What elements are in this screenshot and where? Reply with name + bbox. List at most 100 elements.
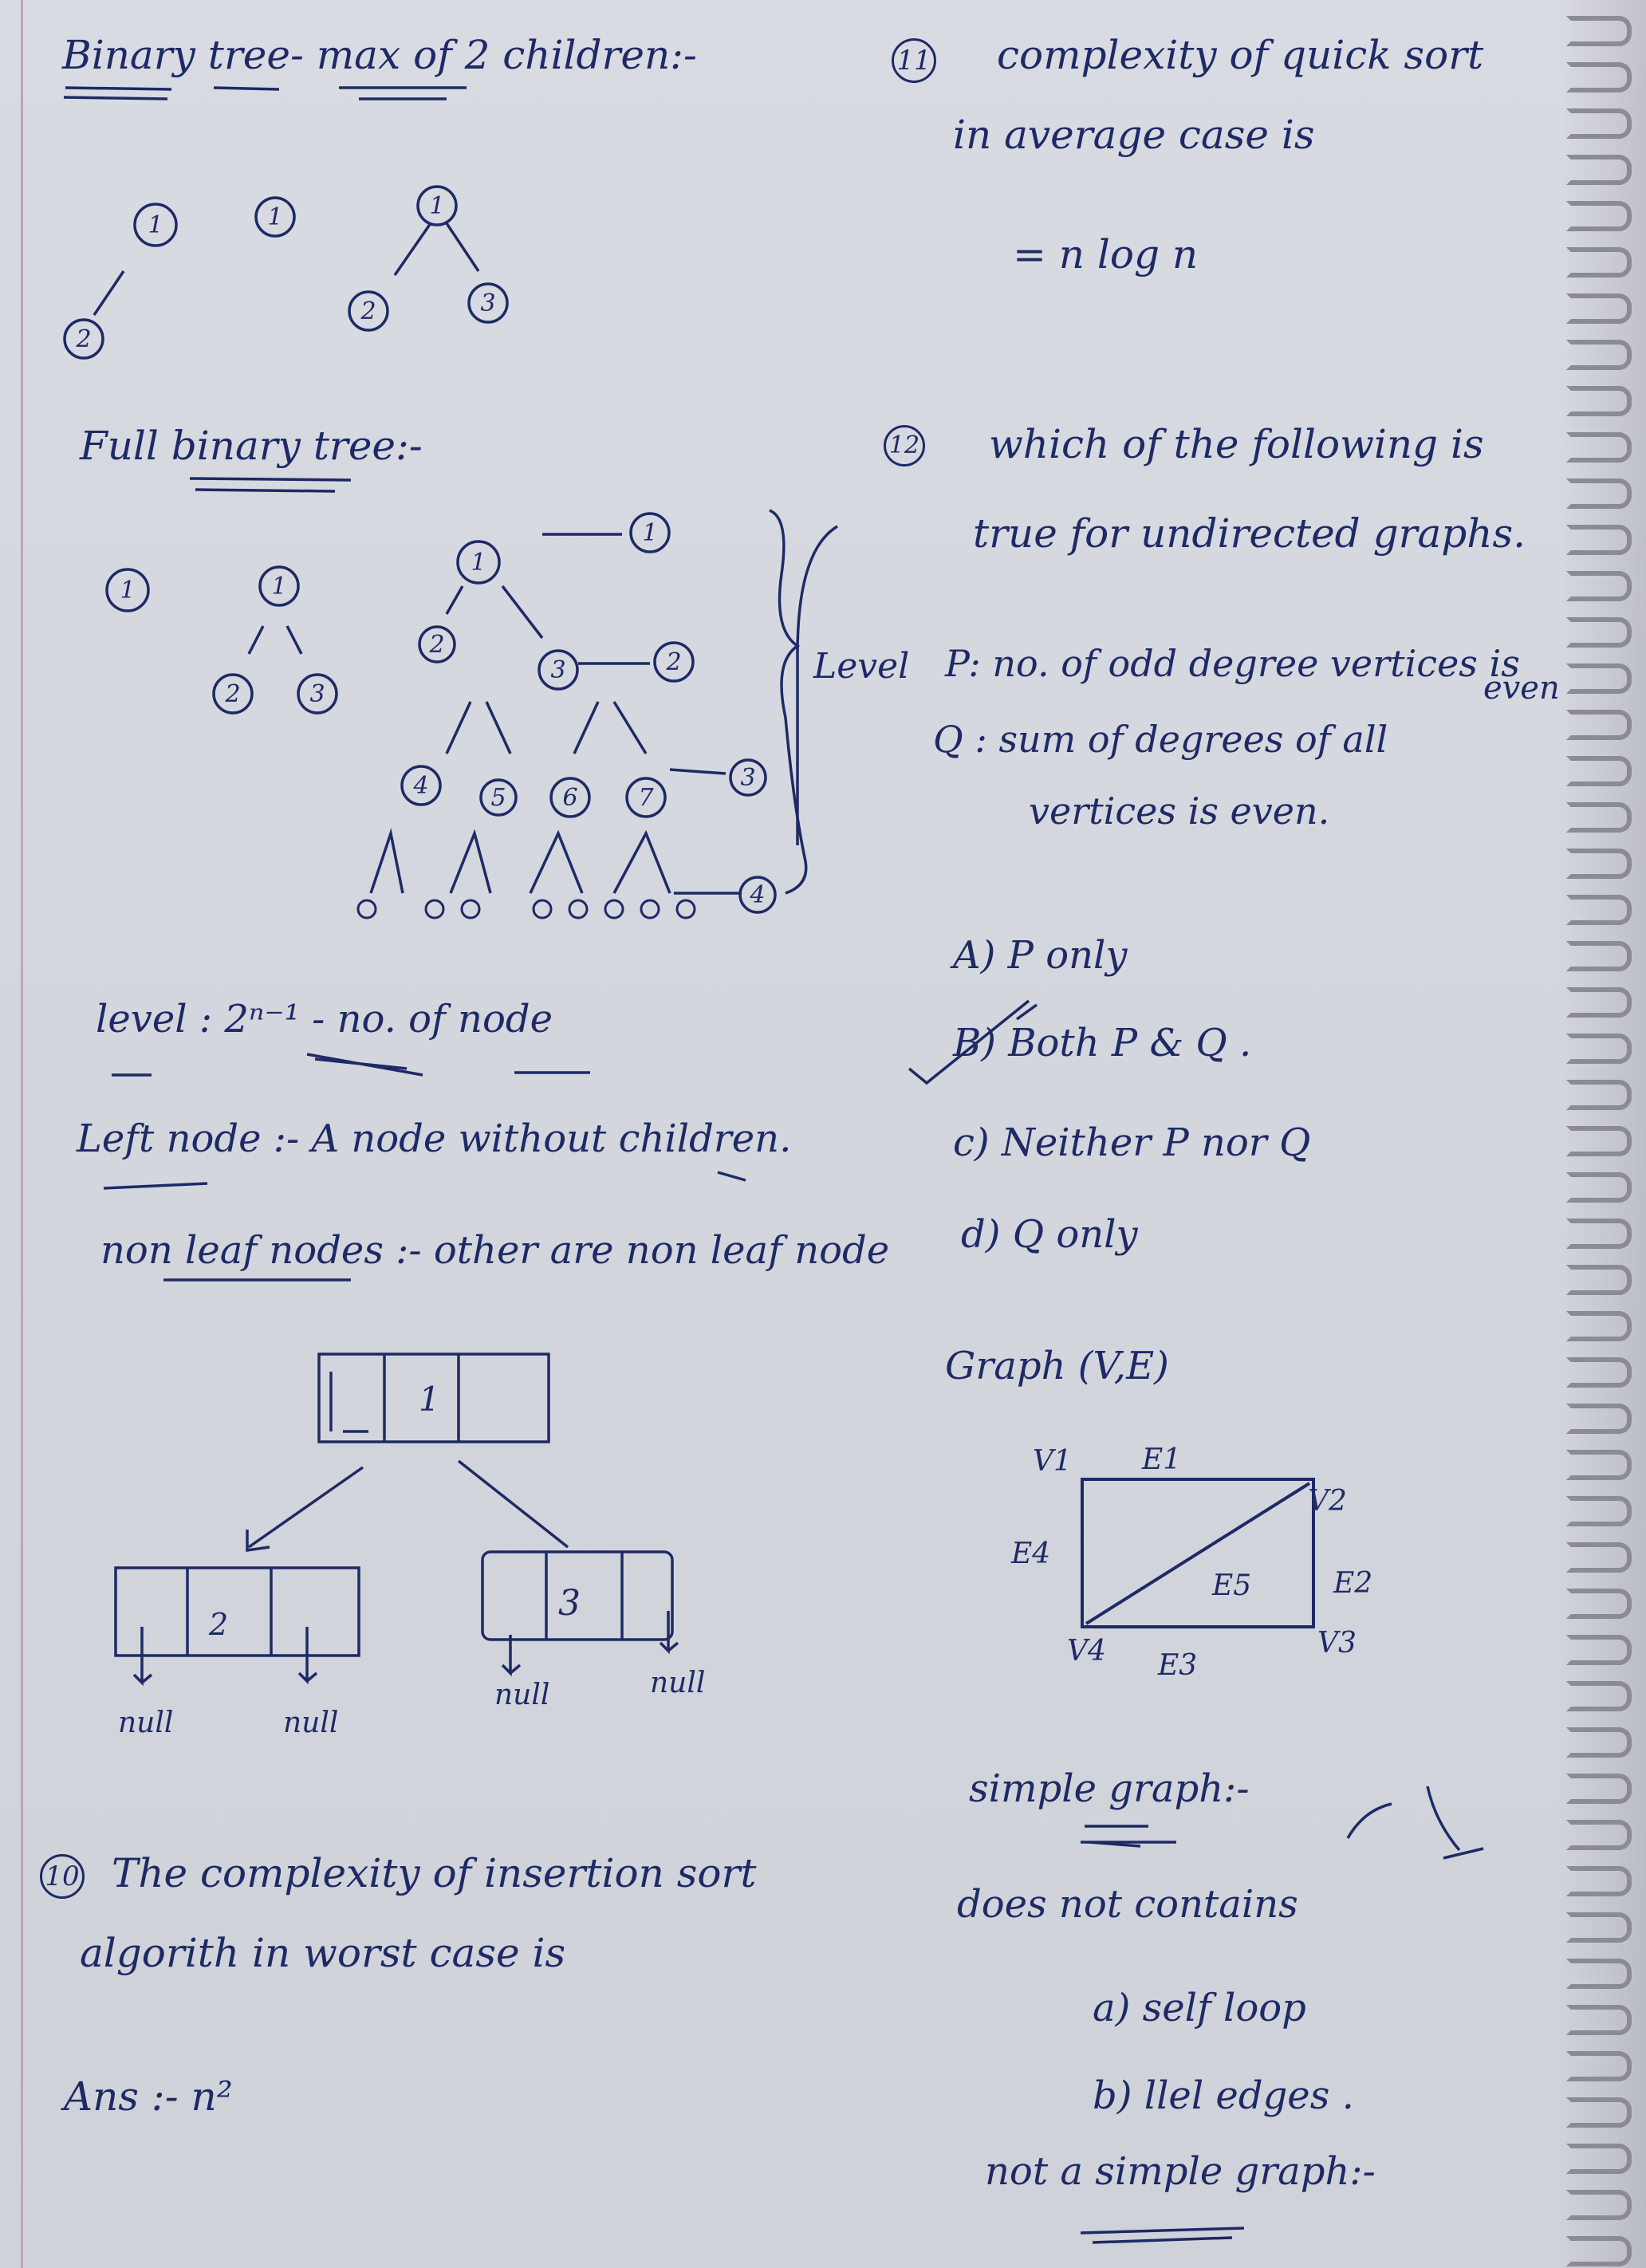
tree-node: 4	[738, 876, 777, 914]
vertex-label: V1	[1033, 1445, 1072, 1478]
binding-ring	[1566, 1496, 1632, 1526]
tree-node-label: 2	[360, 297, 376, 325]
binding-ring	[1566, 1172, 1632, 1203]
tree-node-label: 4	[749, 881, 765, 909]
tree-node: 1	[133, 203, 178, 247]
binding-ring	[1566, 571, 1632, 601]
binding-ring	[1566, 340, 1632, 370]
null-label: null	[118, 1707, 174, 1739]
tree-node: 6	[549, 777, 591, 818]
binding-ring	[1566, 849, 1632, 879]
binding-ring	[1566, 1450, 1632, 1480]
ll-root-value: 1	[419, 1380, 440, 1419]
null-label: null	[650, 1667, 706, 1699]
ll-right-value: 3	[558, 1583, 581, 1624]
nonleaf-node-definition: non leaf nodes :- other are non leaf nod…	[100, 1228, 890, 1273]
tree-node: 2	[63, 318, 104, 360]
option-c: c) Neither P nor Q	[953, 1120, 1311, 1165]
edge-label: E5	[1212, 1569, 1252, 1602]
binding-ring	[1566, 1820, 1632, 1850]
binding-ring	[1566, 432, 1632, 463]
tree-node: 1	[629, 512, 671, 553]
null-label: null	[283, 1707, 339, 1739]
q11-answer: = n log n	[1013, 231, 1199, 278]
vertex-label: V4	[1067, 1635, 1106, 1668]
q11-question-cont: in average case is	[953, 112, 1315, 158]
margin-line	[21, 0, 23, 2268]
binding-ring	[1566, 987, 1632, 1018]
binding-ring	[1566, 155, 1632, 185]
simple-graph-heading: simple graph:-	[969, 1766, 1250, 1811]
binding-ring	[1566, 386, 1632, 416]
binding-ring	[1566, 1404, 1632, 1434]
tree-node: 1	[416, 185, 458, 226]
binary-tree-heading: Binary tree- max of 2 children:-	[62, 32, 697, 78]
not-simple-graph: not a simple graph:-	[985, 2149, 1376, 2194]
edge-label: E2	[1333, 1567, 1373, 1600]
edge-label: E1	[1142, 1443, 1182, 1476]
tree-node-label: 2	[75, 325, 91, 353]
option-b: B) Both P & Q .	[953, 1021, 1252, 1065]
statement-p: P: no. of odd degree vertices is	[945, 642, 1520, 685]
tree-node: 4	[400, 765, 442, 806]
q10-question: The complexity of insertion sort	[112, 1850, 757, 1896]
tree-node-label: 1	[267, 203, 282, 231]
linked-list-diagram	[114, 1353, 679, 1687]
binding-ring	[1566, 1126, 1632, 1156]
binding-ring	[1566, 1080, 1632, 1110]
binding-ring	[1566, 108, 1632, 139]
binding-ring	[1566, 1727, 1632, 1758]
binding-ring	[1566, 1219, 1632, 1249]
tree-node-label: 2	[224, 680, 240, 708]
leaf-circles	[356, 899, 696, 919]
tree-node: 3	[297, 673, 338, 715]
tree-node: 2	[418, 625, 456, 663]
level-bracket-label: Level	[813, 646, 910, 687]
binding-ring	[1566, 1311, 1632, 1341]
binding-ring	[1566, 1034, 1632, 1064]
binding-ring	[1566, 247, 1632, 278]
binding-ring	[1566, 2005, 1632, 2035]
binding-ring	[1566, 710, 1632, 740]
tree-node: 2	[653, 641, 695, 683]
binding-ring	[1566, 2144, 1632, 2174]
tree-node-label: 1	[429, 192, 444, 220]
binding-ring	[1566, 1635, 1632, 1665]
tree-node-label: 3	[480, 289, 495, 317]
tree-node-label: 1	[471, 549, 486, 577]
statement-q-cont: vertices is even.	[1029, 789, 1330, 833]
q10-question-cont: algorith in worst case is	[80, 1930, 566, 1976]
binding-ring	[1566, 2236, 1632, 2266]
statement-q: Q : sum of degrees of all	[933, 718, 1388, 761]
binding-ring	[1566, 617, 1632, 648]
binding-ring	[1566, 62, 1632, 93]
binding-ring	[1566, 2190, 1632, 2220]
tree-node-label: 3	[740, 764, 755, 792]
spiral-binding	[1558, 0, 1646, 2268]
binding-ring	[1566, 1357, 1632, 1388]
tree-node-label: 1	[148, 211, 163, 239]
q11-number: 11	[892, 38, 936, 83]
binding-ring	[1566, 756, 1632, 786]
tree-node-label: 2	[665, 648, 681, 676]
tree-node: 3	[729, 758, 767, 797]
tree-node-label: 3	[309, 680, 325, 708]
tree-node: 2	[212, 673, 254, 715]
tree-node: 1	[105, 568, 150, 612]
binding-ring	[1566, 1959, 1632, 1989]
tree-node-label: 5	[490, 784, 506, 812]
leaf-node-definition: Left node :- A node without children.	[77, 1116, 792, 1161]
binding-ring	[1566, 201, 1632, 231]
cross-mark	[1015, 1003, 1038, 1021]
binding-ring	[1566, 1265, 1632, 1295]
tree-edges	[93, 222, 742, 895]
q10-answer: Ans :- n²	[64, 2073, 233, 2120]
option-a: A) P only	[953, 933, 1128, 978]
null-label: null	[494, 1679, 550, 1711]
tree-node: 7	[625, 777, 667, 818]
level-formula: level : 2ⁿ⁻¹ - no. of node	[96, 997, 553, 1041]
ll-left-value: 2	[209, 1607, 229, 1642]
simple-graph-a: a) self loop	[1093, 1986, 1306, 2030]
